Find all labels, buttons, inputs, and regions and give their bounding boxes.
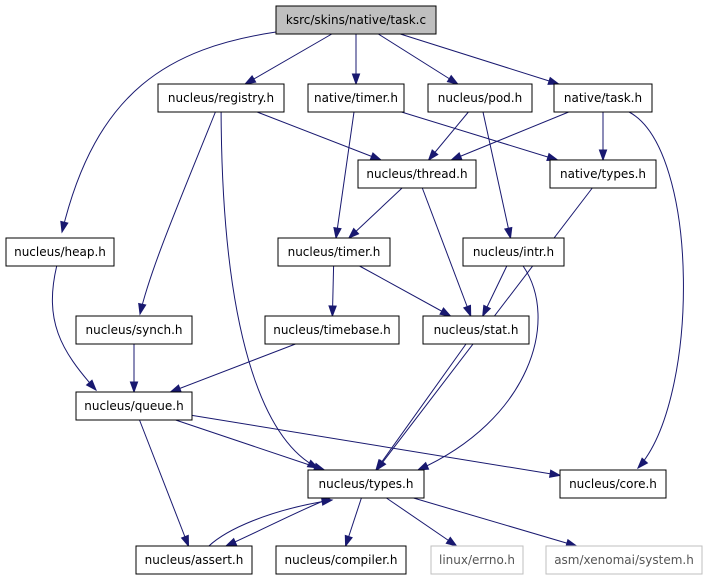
node-box [275, 545, 407, 575]
node-types[interactable]: nucleus/types.h [307, 469, 425, 499]
node-label: nucleus/pod.h [438, 91, 522, 105]
node-ntypes[interactable]: native/types.h [549, 159, 657, 189]
node-label: linux/errno.h [439, 553, 515, 567]
edge-types-to-assert [224, 497, 331, 547]
node-registry[interactable]: nucleus/registry.h [157, 83, 285, 113]
node-intr[interactable]: nucleus/intr.h [462, 237, 565, 267]
node-thread[interactable]: nucleus/thread.h [357, 159, 477, 189]
edge-heap-to-queue [51, 265, 97, 392]
node-box [357, 159, 477, 189]
edge-thread-to-stat [421, 187, 472, 318]
node-stat[interactable]: nucleus/stat.h [422, 315, 530, 345]
node-pod[interactable]: nucleus/pod.h [427, 83, 533, 113]
edge-timer-to-timebase [328, 265, 337, 318]
edge-types-to-compiler [344, 497, 362, 548]
node-ntimer[interactable]: native/timer.h [307, 83, 405, 113]
node-label: native/types.h [560, 167, 646, 181]
edge-registry-to-types [220, 111, 320, 469]
node-label: nucleus/timer.h [288, 245, 381, 259]
node-label: nucleus/stat.h [434, 323, 519, 337]
edge-task_c-to-ntask [400, 33, 561, 85]
node-box [553, 83, 653, 113]
node-box [559, 469, 667, 499]
edges [51, 31, 684, 548]
node-box [430, 545, 524, 575]
edge-ntask-to-core [628, 111, 684, 470]
edge-ntimer-to-timer [333, 111, 355, 240]
node-system: asm/xenomai/system.h [545, 545, 703, 575]
node-core[interactable]: nucleus/core.h [559, 469, 667, 499]
edge-pod-to-thread [427, 111, 469, 162]
edge-thread-to-timer [347, 187, 403, 240]
node-label: nucleus/intr.h [473, 245, 554, 259]
node-timebase[interactable]: nucleus/timebase.h [264, 315, 400, 345]
node-task_c: ksrc/skins/native/task.c [275, 5, 437, 35]
node-label: nucleus/types.h [319, 477, 414, 491]
node-synch[interactable]: nucleus/synch.h [75, 315, 193, 345]
edge-task_c-to-registry [243, 33, 333, 85]
edge-timebase-to-queue [169, 343, 296, 393]
edge-queue-to-assert [139, 419, 190, 548]
node-box [135, 545, 253, 575]
node-label: nucleus/synch.h [85, 323, 182, 337]
node-box [5, 237, 115, 267]
node-label: nucleus/compiler.h [285, 553, 398, 567]
edge-registry-to-thread [256, 111, 383, 161]
edge-queue-to-core [191, 414, 562, 478]
edge-intr-to-types [416, 265, 539, 471]
node-box [545, 545, 703, 575]
node-label: asm/xenomai/system.h [554, 553, 694, 567]
node-box [307, 83, 405, 113]
node-label: nucleus/assert.h [145, 553, 244, 567]
node-queue[interactable]: nucleus/queue.h [75, 391, 193, 421]
node-box [75, 391, 193, 421]
node-box [427, 83, 533, 113]
edge-ntask-to-thread [449, 111, 569, 161]
node-box [422, 315, 530, 345]
edge-assert-to-types [208, 497, 334, 547]
node-timer[interactable]: nucleus/timer.h [277, 237, 391, 267]
node-box [462, 237, 565, 267]
edge-pod-to-intr [482, 111, 513, 240]
node-label: nucleus/timebase.h [273, 323, 391, 337]
edge-registry-to-synch [138, 111, 216, 316]
node-label: native/timer.h [314, 91, 398, 105]
edge-ntask-to-ntypes [598, 112, 608, 162]
edge-stat-to-types [375, 343, 467, 472]
edge-ntimer-to-ntypes [401, 111, 559, 162]
node-label: native/task.h [564, 91, 642, 105]
edge-timer-to-stat [359, 265, 452, 317]
node-assert[interactable]: nucleus/assert.h [135, 545, 253, 575]
node-label: nucleus/core.h [569, 477, 657, 491]
node-label: nucleus/heap.h [14, 245, 106, 259]
edge-types-to-system [413, 497, 578, 548]
node-ntask[interactable]: native/task.h [553, 83, 653, 113]
node-box [75, 315, 193, 345]
edge-types-to-errno [386, 497, 458, 547]
edge-task_c-to-pod [378, 33, 459, 85]
node-label: nucleus/queue.h [84, 399, 183, 413]
node-box [307, 469, 425, 499]
edge-task_c-to-ntimer [351, 34, 361, 86]
node-box [157, 83, 285, 113]
node-label: nucleus/registry.h [168, 91, 274, 105]
node-compiler[interactable]: nucleus/compiler.h [275, 545, 407, 575]
node-errno: linux/errno.h [430, 545, 524, 575]
node-label: ksrc/skins/native/task.c [286, 13, 426, 27]
edge-task_c-to-heap [60, 31, 277, 234]
node-box [275, 5, 437, 35]
nodes: ksrc/skins/native/task.c nucleus/registry… [5, 5, 703, 575]
node-box [549, 159, 657, 189]
node-heap[interactable]: nucleus/heap.h [5, 237, 115, 267]
node-box [264, 315, 400, 345]
edge-synch-to-queue [129, 344, 139, 394]
node-box [277, 237, 391, 267]
node-label: nucleus/thread.h [366, 167, 467, 181]
edge-queue-to-types [175, 419, 326, 471]
edge-intr-to-stat [482, 265, 508, 318]
